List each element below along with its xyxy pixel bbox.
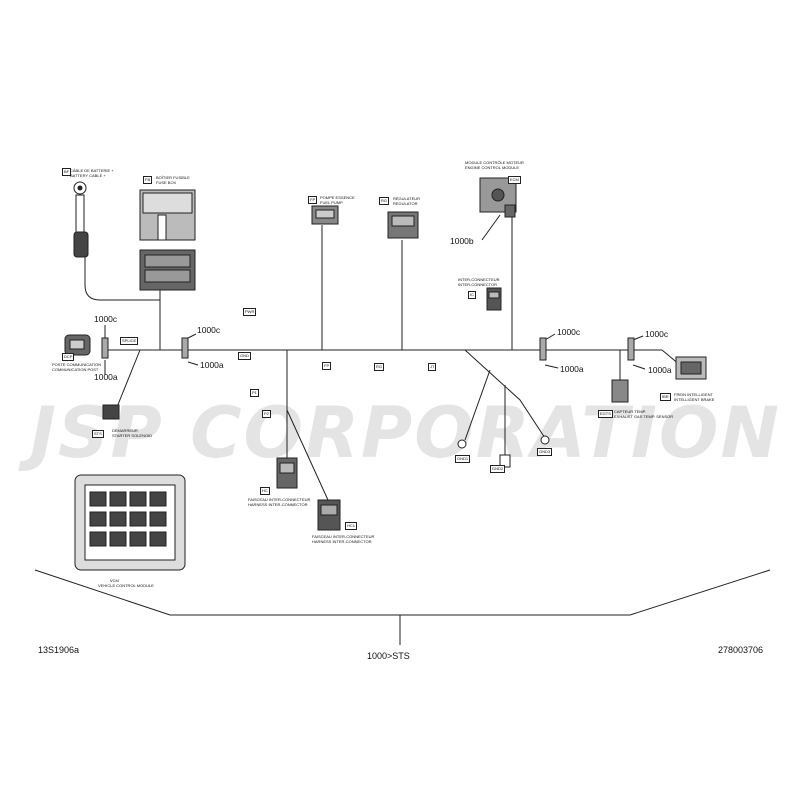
callout-leader-1000c-d [632,335,644,341]
harness-connector-2-label-en: HARNESS INTER-CONNECTOR [312,539,372,544]
vcm-module-icon [74,474,186,571]
ground-tag-1: GND1 [455,455,471,463]
egts-sensor-icon [611,379,629,403]
ibr-label-en: INTELLIGENT BRAKE [674,397,715,402]
callout-1000c-c: 1000c [557,327,581,337]
branch-tag-8: P2 [262,410,271,418]
callout-leader-1000c-c [544,333,556,341]
fuse-box-label-fr: BOÎTIER FUSIBLE [156,175,190,180]
inter-connector-label-en: INTER-CONNECTOR [458,282,498,287]
overall-bracket [34,569,771,616]
assembly-label: 1000>STS [367,651,410,661]
harness-connector-1-icon [276,457,298,489]
fuel-pump-label-en: FUEL PUMP [320,200,343,205]
regulator-label-fr: RÉGULATEUR [393,196,421,201]
watermark: JSP CORPORATION [30,392,781,474]
terminal-pin-d [627,337,635,361]
ground-branch-2 [464,369,491,441]
egts-label-fr: CAPTEUR TEMP. [614,409,646,414]
terminal-pin-c [539,337,547,361]
ibr-tag: IBR [660,393,671,401]
inter-connector-icon [486,287,502,311]
fuse-box-icon [139,189,196,291]
regulator-tag: RG [379,197,389,205]
callout-leader-1000a-d [632,364,646,370]
regulator-connector-icon [387,211,419,239]
callout-1000a-b: 1000a [200,360,224,370]
egts-tag: EGTS [598,410,613,418]
regulator-label-en: REGULATOR [393,201,418,206]
callout-leader-1000a-b [187,361,199,366]
harness-connector-1-label-en: HARNESS INTER-CONNECTOR [248,502,308,507]
vcm-label-en: VEHICLE CONTROL MODULE [98,583,154,588]
ibr-connector-icon [675,356,707,380]
starter-solenoid-label-en: STARTER SOLENOID [112,433,153,438]
starter-solenoid-tag: STS [92,430,104,438]
ecm-label-en: ENGINE CONTROL MODULE [465,165,520,170]
fuse-box-label-en: FUSE BOX [156,180,177,185]
branch-tag-6: JT [428,363,437,371]
harness-connector-1-tag: HC [260,487,270,495]
ground-branch-1 [464,349,546,439]
battery-cable-icon [73,181,89,258]
callout-1000a-a: 1000a [94,372,118,382]
callout-1000c-b: 1000c [197,325,221,335]
diagram-code-left: 13S1906a [38,645,80,655]
fuel-pump-tag: FP [308,196,318,204]
starter-solenoid-label-fr: DÉMARREUR [112,428,138,433]
ground-tag-3: GND3 [537,448,553,456]
part-number-right: 278003706 [718,645,764,655]
branch-tag-1: SPLICE [120,337,139,345]
inter-connector-tag: IC [468,291,476,299]
ground-terminal-icons [457,435,550,468]
ground-tag-2: GND2 [490,465,506,473]
ecm-tag: ECM [508,176,521,184]
branch-tag-4: FP [322,362,332,370]
branch-tag-2: PWR [243,308,257,316]
callout-1000c-d: 1000c [645,329,669,339]
ibr-label-fr: FREIN INTELLIGENT [674,392,713,397]
dcp-label-en: COMMUNICATION POST [52,367,99,372]
branch-tag-7: P1 [250,389,259,397]
dcp-connector-icon [64,334,91,356]
egts-label-en: EXHAUST GAS TEMP. SENSOR [614,414,674,419]
harness-connector-2-wire [286,409,329,501]
battery-cable-tag: BF [62,168,72,176]
harness-connector-2-label-fr: FAISCEAU INTER-CONNECTEUR [312,534,375,539]
terminal-pin-a [101,337,109,359]
fuel-pump-label-fr: POMPE ESSENCE [320,195,355,200]
harness-connector-2-icon [317,499,341,531]
battery-cable-wire [84,255,160,301]
battery-cable-label-fr: CÂBLE DE BATTERIE + [70,168,114,173]
ecm-label-fr: MODULE CONTRÔLE MOTEUR [465,160,524,165]
callout-leader-1000b [481,214,501,241]
callout-leader-1000c-b [187,333,197,339]
fuse-box-tag: FB [143,176,153,184]
callout-1000a-d: 1000a [648,365,672,375]
dcp-tag: DCP [62,353,75,361]
callout-1000c-a: 1000c [94,314,118,324]
callout-leader-1000a-c [544,364,559,369]
starter-solenoid-connector-icon [102,404,120,420]
branch-tag-3: GND [238,352,251,360]
branch-tag-5: RG [374,363,384,371]
vcm-label-fr: VCM [110,578,119,583]
starter-solenoid-branch [114,349,141,413]
battery-cable-label-en: BATTERY CABLE + [70,173,106,178]
harness-connector-1-label-fr: FAISCEAU INTER-CONNECTEUR [248,497,311,502]
terminal-pin-b [181,337,189,359]
callout-1000b: 1000b [450,236,474,246]
fuel-pump-connector-icon [311,205,339,225]
dcp-label-fr: POSTE COMMUNICATION [52,362,102,367]
callout-1000a-c: 1000a [560,364,584,374]
inter-connector-label-fr: INTER-CONNECTEUR [458,277,500,282]
harness-connector-2-tag: HC1 [345,522,358,530]
